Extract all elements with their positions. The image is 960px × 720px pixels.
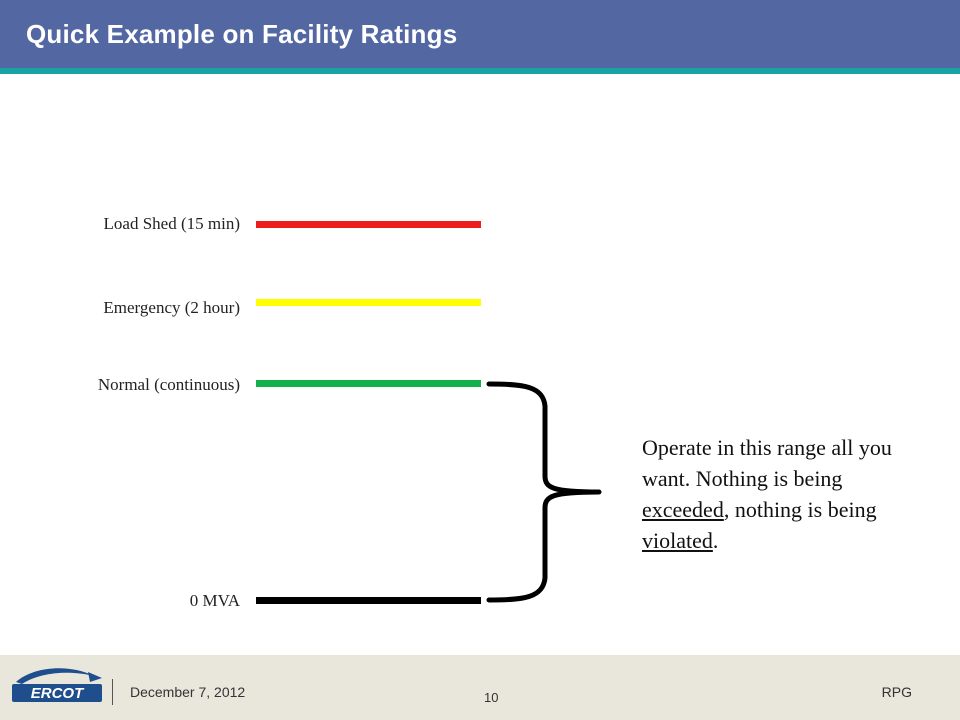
level-label-load-shed: Load Shed (15 min) [103,214,240,233]
slide-footer [0,655,960,720]
note-exceeded: exceeded [642,497,724,522]
level-bar-load-shed [256,221,481,228]
slide-header [0,0,960,68]
range-brace [486,381,602,603]
level-label-normal: Normal (continuous) [97,375,240,394]
range-note: Operate in this range all you want. Noth… [642,432,932,556]
level-bar-emergency [256,299,481,306]
note-text-1: Operate in this range all you want. Noth… [642,435,892,491]
footer-date: December 7, 2012 [130,684,246,700]
footer-department: RPG [881,684,912,700]
footer-divider [112,679,113,705]
note-violated: violated [642,528,713,553]
level-label-emergency: Emergency (2 hour) [103,298,240,317]
ercot-logo: ERCOT [12,668,102,702]
note-text-3: . [712,528,719,553]
header-accent-stripe [0,68,960,74]
page-number: 10 [484,690,499,705]
note-text-2: , nothing is being [723,497,877,522]
slide-title: Quick Example on Facility Ratings [26,19,458,49]
ercot-logo-text: ERCOT [31,685,85,702]
level-bar-normal [256,380,481,387]
level-bar-zero [256,597,481,604]
level-label-zero: 0 MVA [189,591,240,610]
